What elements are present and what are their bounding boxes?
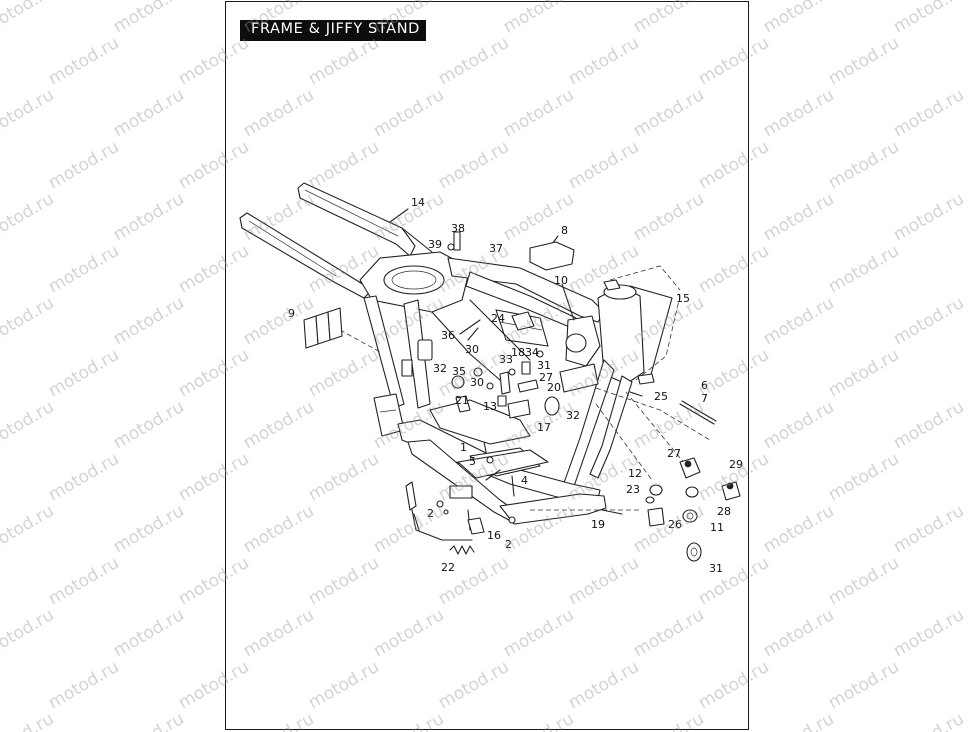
rear-fender-struts — [239, 182, 433, 299]
callout-label: 13 — [483, 400, 497, 413]
callout-label: 35 — [452, 365, 466, 378]
callout-label: 12 — [628, 467, 642, 480]
callout-label: 2 — [505, 538, 512, 551]
callout-label: 32 — [566, 409, 580, 422]
callout-label: 6 — [701, 379, 708, 392]
callout-label: 28 — [717, 505, 731, 518]
callout-label: 29 — [729, 458, 743, 471]
callout-label: 15 — [676, 292, 690, 305]
callout-label: 33 — [499, 353, 513, 366]
callout-label: 19 — [591, 518, 605, 531]
callout-label: 36 — [441, 329, 455, 342]
callout-label: 20 — [547, 381, 561, 394]
small-parts — [303, 231, 741, 562]
callout-label: 24 — [491, 312, 505, 325]
callout-label: 39 — [428, 238, 442, 251]
callout-label: 31 — [537, 359, 551, 372]
callout-label: 23 — [626, 483, 640, 496]
callout-label: 16 — [487, 529, 501, 542]
callout-label: 18 — [511, 346, 525, 359]
callout-label: 37 — [489, 242, 503, 255]
callout-label: 22 — [441, 561, 455, 574]
callout-label: 32 — [433, 362, 447, 375]
section-title: FRAME & JIFFY STAND — [251, 21, 420, 37]
callout-label: 30 — [465, 343, 479, 356]
frame-main-structure — [359, 251, 645, 525]
callout-labels: 14 38 39 37 8 10 15 9 36 24 30 18 34 33 … — [288, 196, 743, 575]
callout-label: 27 — [539, 371, 553, 384]
section-title-bar: FRAME & JIFFY STAND — [240, 20, 426, 41]
callout-label: 31 — [709, 562, 723, 575]
callout-label: 38 — [451, 222, 465, 235]
callout-label: 26 — [668, 518, 682, 531]
callout-label: 10 — [554, 274, 568, 287]
callout-label: 21 — [455, 394, 469, 407]
callout-label: 1 — [460, 441, 467, 454]
callout-label: 8 — [561, 224, 568, 237]
callout-label: 25 — [654, 390, 668, 403]
callout-label: 30 — [470, 376, 484, 389]
callout-label: 27 — [667, 447, 681, 460]
callout-label: 9 — [288, 307, 295, 320]
callout-label: 4 — [521, 474, 528, 487]
callout-label: 17 — [537, 421, 551, 434]
parts-diagram-sheet — [225, 1, 749, 730]
callout-label: 2 — [427, 507, 434, 520]
callout-label: 34 — [525, 346, 539, 359]
callout-label: 14 — [411, 196, 425, 209]
callout-label: 7 — [701, 392, 708, 405]
callout-label: 11 — [710, 521, 724, 534]
callout-label: 5 — [469, 455, 476, 468]
